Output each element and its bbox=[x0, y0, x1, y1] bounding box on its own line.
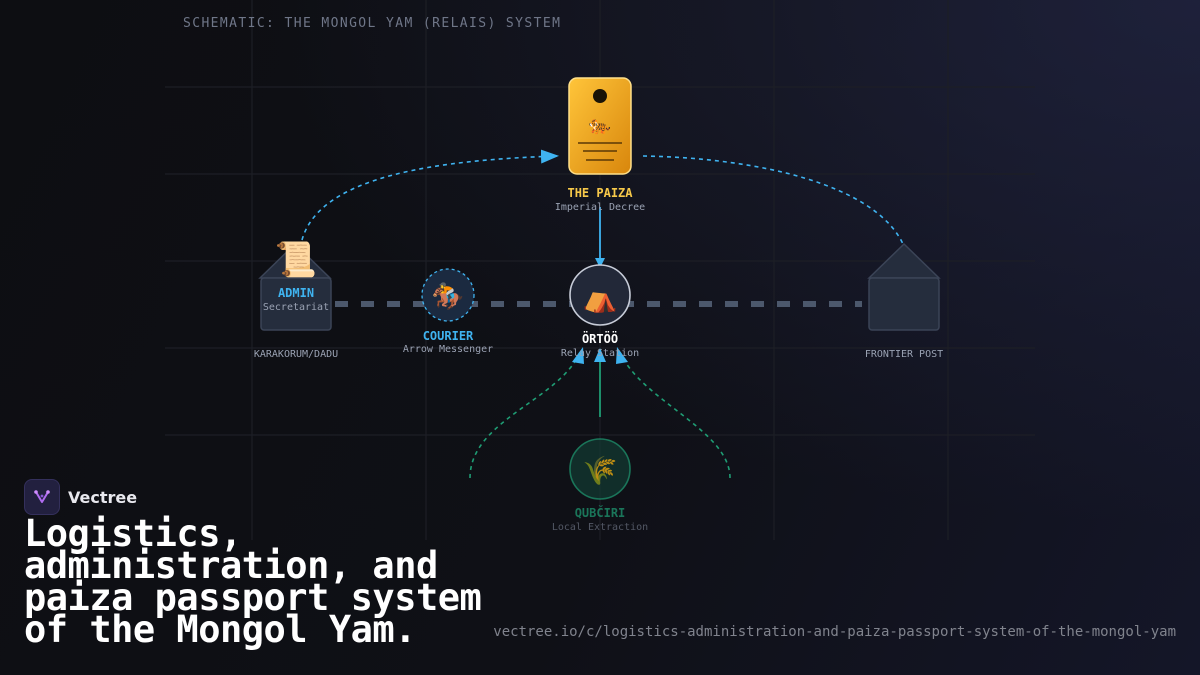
qubciri-sublabel: Local Extraction bbox=[552, 522, 648, 533]
house-icon bbox=[868, 277, 940, 331]
qubciri-label: QUBČIRI bbox=[575, 505, 626, 520]
courier-node[interactable]: 🏇 COURIER Arrow Messenger bbox=[403, 268, 493, 355]
schematic-title: SCHEMATIC: THE MONGOL YAM (RELAIS) SYSTE… bbox=[183, 16, 561, 31]
paiza-tablet-icon bbox=[568, 77, 632, 175]
paiza-node[interactable]: 🐅 THE PAIZA Imperial Decree bbox=[555, 77, 645, 213]
page-title: Logistics, administration, and paiza pas… bbox=[24, 512, 482, 651]
vectree-logo-icon bbox=[24, 479, 60, 515]
courier-sublabel: Arrow Messenger bbox=[403, 344, 493, 355]
qubciri-left-connector bbox=[469, 351, 581, 479]
ortoo-node[interactable]: ⛺ ÖRTÖÖ Relay Station bbox=[561, 264, 639, 359]
paiza-to-frontier-connector bbox=[642, 155, 904, 245]
admin-label: ADMIN bbox=[278, 286, 314, 300]
qubciri-circle bbox=[569, 438, 631, 500]
admin-place-label: KARAKORUM/DADU bbox=[254, 349, 338, 360]
paiza-tiger-glyph: 🐅 bbox=[589, 115, 611, 136]
ortoo-sublabel: Relay Station bbox=[561, 348, 639, 359]
frontier-node[interactable]: FRONTIER POST bbox=[865, 242, 943, 360]
qubciri-left-arrowhead bbox=[572, 347, 584, 364]
qubciri-node[interactable]: 🌾 QUBČIRI Local Extraction bbox=[552, 438, 648, 533]
frontier-place-label: FRONTIER POST bbox=[865, 349, 943, 360]
paiza-sublabel: Imperial Decree bbox=[555, 202, 645, 213]
paiza-hole bbox=[593, 89, 607, 103]
admin-building bbox=[260, 277, 332, 331]
courier-label: COURIER bbox=[423, 329, 474, 343]
paiza-label: THE PAIZA bbox=[567, 186, 633, 200]
admin-to-paiza-connector bbox=[301, 149, 559, 241]
scroll-icon: 📜 bbox=[275, 240, 317, 280]
admin-node[interactable]: 📜 ADMIN Secretariat KARAKORUM/DADU bbox=[254, 240, 338, 360]
qubciri-right-arrowhead bbox=[616, 347, 628, 364]
vectree-logo-glyph bbox=[34, 490, 50, 503]
courier-circle bbox=[421, 268, 475, 322]
wheat-icon: 🌾 bbox=[583, 454, 618, 487]
tent-icon: ⛺ bbox=[583, 281, 618, 314]
page-url[interactable]: vectree.io/c/logistics-administration-an… bbox=[493, 624, 1176, 640]
horse-rider-icon: 🏇 bbox=[432, 282, 464, 312]
brand[interactable]: Vectree bbox=[24, 479, 137, 515]
brand-name: Vectree bbox=[68, 487, 138, 507]
admin-sublabel: Secretariat bbox=[263, 302, 329, 313]
ortoo-label: ÖRTÖÖ bbox=[582, 331, 618, 346]
qubciri-right-connector bbox=[619, 351, 731, 479]
ortoo-circle bbox=[569, 264, 631, 326]
qubciri-center-arrowhead bbox=[594, 348, 606, 362]
